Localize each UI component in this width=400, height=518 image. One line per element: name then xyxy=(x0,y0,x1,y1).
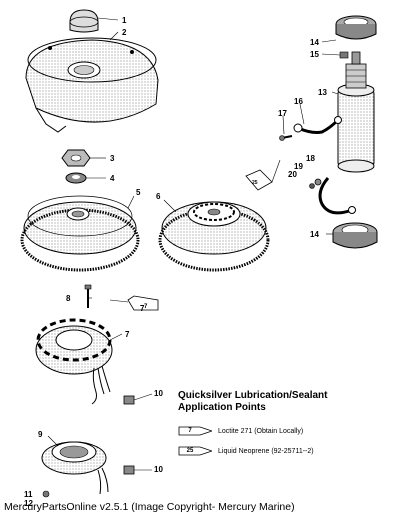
part-nut xyxy=(61,149,91,167)
part-stator xyxy=(35,318,113,405)
callout-1: 1 xyxy=(122,16,127,25)
part-cable-16 xyxy=(293,116,342,134)
callout-19: 19 xyxy=(294,162,303,171)
part-flywheel-6 xyxy=(158,201,270,272)
sealant-tube-25-icon: 25 xyxy=(245,159,281,191)
callout-4: 4 xyxy=(110,174,115,183)
callout-20: 20 xyxy=(288,170,297,179)
part-flywheel-5 xyxy=(20,195,140,272)
callout-12: 12 xyxy=(24,499,33,508)
part-washer xyxy=(65,172,87,184)
callout-14-bottom: 14 xyxy=(310,230,319,239)
legend-code-25: 25 xyxy=(186,448,194,454)
tube-25-icon: 25 xyxy=(178,446,212,456)
part-bushing-bottom xyxy=(332,222,378,249)
callout-9: 9 xyxy=(38,430,43,439)
part-trigger xyxy=(41,441,109,495)
part-screw-17 xyxy=(279,135,293,141)
callout-16: 16 xyxy=(294,97,303,106)
legend-code-7: 7 xyxy=(188,428,192,434)
callout-17: 17 xyxy=(278,109,287,118)
part-screw-11 xyxy=(42,490,50,498)
part-flywheel-cover xyxy=(25,37,159,133)
part-starter-motor xyxy=(337,51,375,173)
part-clip-10-upper xyxy=(123,395,135,405)
callout-2: 2 xyxy=(122,28,127,37)
callout-13: 13 xyxy=(318,88,327,97)
tube-code-25: 25 xyxy=(252,180,258,186)
callout-3: 3 xyxy=(110,154,115,163)
tube-7-icon: 7 xyxy=(178,426,212,436)
part-clip-10-lower xyxy=(123,465,135,475)
callout-6: 6 xyxy=(156,192,161,201)
callout-labels: 1 2 3 4 5 6 7 7 8 9 10 10 11 12 13 14 14… xyxy=(24,16,327,508)
part-bushing-top xyxy=(335,15,377,40)
sealant-tube-7-icon: 7 xyxy=(109,295,159,311)
legend-item-loctite: 7 Loctite 271 (Obtain Locally) xyxy=(178,424,303,438)
tube-code-7: 7 xyxy=(144,304,148,310)
part-cap-15 xyxy=(339,51,349,59)
callout-10-upper: 10 xyxy=(154,389,163,398)
callout-10-lower: 10 xyxy=(154,465,163,474)
part-ground-cable xyxy=(309,177,356,215)
callout-15: 15 xyxy=(310,50,319,59)
callout-5: 5 xyxy=(136,188,141,197)
callout-18: 18 xyxy=(306,154,315,163)
legend-title: Quicksilver Lubrication/Sealant Applicat… xyxy=(178,390,328,413)
callout-7-tube: 7 xyxy=(140,304,145,313)
callout-7-stator: 7 xyxy=(125,330,130,339)
leader-lines xyxy=(47,17,341,471)
legend-text-neoprene: Liquid Neoprene (92-25711--2) xyxy=(218,447,314,455)
callout-11: 11 xyxy=(24,490,33,499)
legend-item-neoprene: 25 Liquid Neoprene (92-25711--2) xyxy=(178,444,314,458)
part-cap xyxy=(69,9,99,33)
copyright-footer: MercuryPartsOnline v2.5.1 (Image Copyrig… xyxy=(4,501,295,513)
legend-text-loctite: Loctite 271 (Obtain Locally) xyxy=(218,427,304,435)
callout-14-top: 14 xyxy=(310,38,319,47)
callout-8: 8 xyxy=(66,294,71,303)
part-bolt xyxy=(84,284,92,308)
